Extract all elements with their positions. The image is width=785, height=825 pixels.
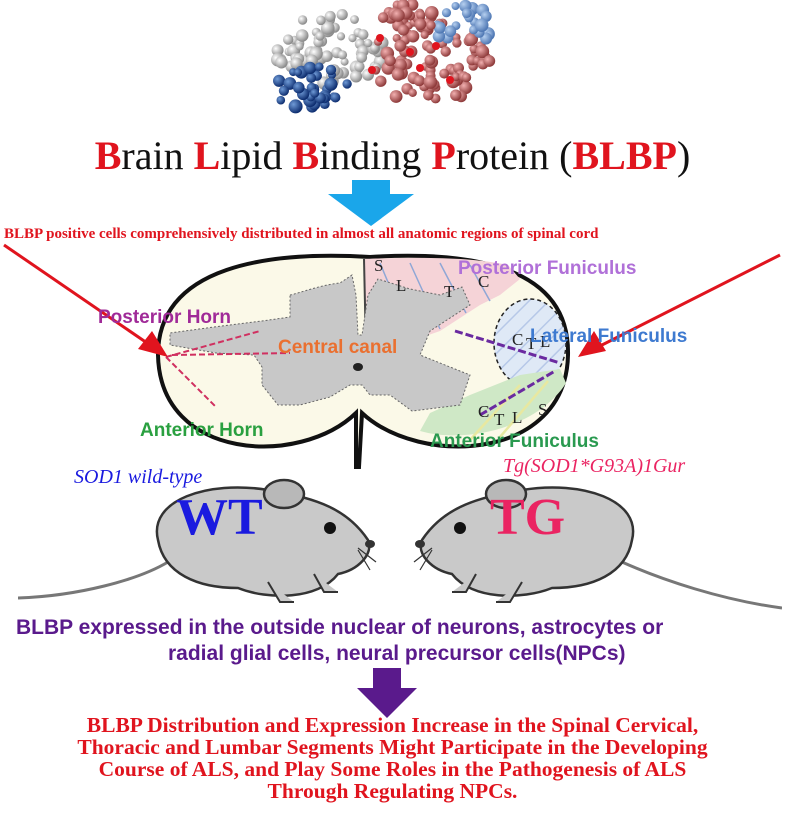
conclusion-line: BLBP Distribution and Expression Increas… <box>86 713 699 737</box>
conclusion-line: Through Regulating NPCs. <box>267 779 518 803</box>
title-word: Brain <box>94 133 194 178</box>
tg-mouse-image <box>413 478 782 610</box>
label-posterior-funiculus: Posterior Funiculus <box>458 258 637 279</box>
posterior-letter-c: C <box>478 272 489 291</box>
wt-caption: SOD1 wild-type <box>74 466 203 488</box>
posterior-letter-l: L <box>396 276 406 295</box>
expression-text-line-2: radial glial cells, neural precursor cel… <box>168 642 626 665</box>
label-anterior-funiculus: Anterior Funiculus <box>430 431 599 452</box>
down-arrow-blue <box>328 180 414 226</box>
lateral-letter-l: L <box>540 332 550 351</box>
posterior-letter-s: S <box>374 256 383 275</box>
title-word: Lipid <box>193 133 293 178</box>
title-abbreviation: BLBP <box>572 133 677 178</box>
gray-matter <box>169 274 471 412</box>
spinal-cord-diagram: S L T C C T L C T L S <box>3 243 781 469</box>
anterior-letter-s: S <box>538 400 547 419</box>
anterior-letter-t: T <box>494 410 505 429</box>
wt-mouse-image <box>18 478 377 603</box>
label-posterior-horn: Posterior Horn <box>98 307 232 328</box>
conclusion-line: Thoracic and Lumbar Segments Might Parti… <box>77 735 708 759</box>
lateral-letter-c: C <box>512 330 523 349</box>
label-lateral-funiculus: Lateral Funiculus <box>530 326 688 347</box>
anterior-letter-l: L <box>512 408 522 427</box>
label-central-canal: Central canal <box>278 337 398 358</box>
down-arrow-purple <box>357 668 417 718</box>
label-anterior-horn: Anterior Horn <box>140 420 264 441</box>
expression-text-line-1: BLBP expressed in the outside nuclear of… <box>16 616 664 639</box>
title-word: Binding <box>292 133 432 178</box>
page-title: Brain Lipid Binding Protein (BLBP) <box>94 133 691 178</box>
anterior-letter-c: C <box>478 402 489 421</box>
posterior-letter-t: T <box>444 282 455 301</box>
tg-caption: Tg(SOD1*G93A)1Gur <box>503 455 686 477</box>
wt-label: WT <box>176 489 263 546</box>
lateral-letter-t: T <box>526 334 537 353</box>
lateral-funiculus-region <box>493 298 567 388</box>
title-word: Protein <box>431 133 560 178</box>
protein-structure-image <box>271 0 496 114</box>
conclusion-line: Course of ALS, and Play Some Roles in th… <box>98 757 687 781</box>
central-canal-dot <box>353 363 363 371</box>
distribution-statement: BLBP positive cells comprehensively dist… <box>4 226 599 242</box>
tg-label: TG <box>490 489 566 546</box>
conclusion-text: BLBP Distribution and Expression Increas… <box>0 714 785 802</box>
